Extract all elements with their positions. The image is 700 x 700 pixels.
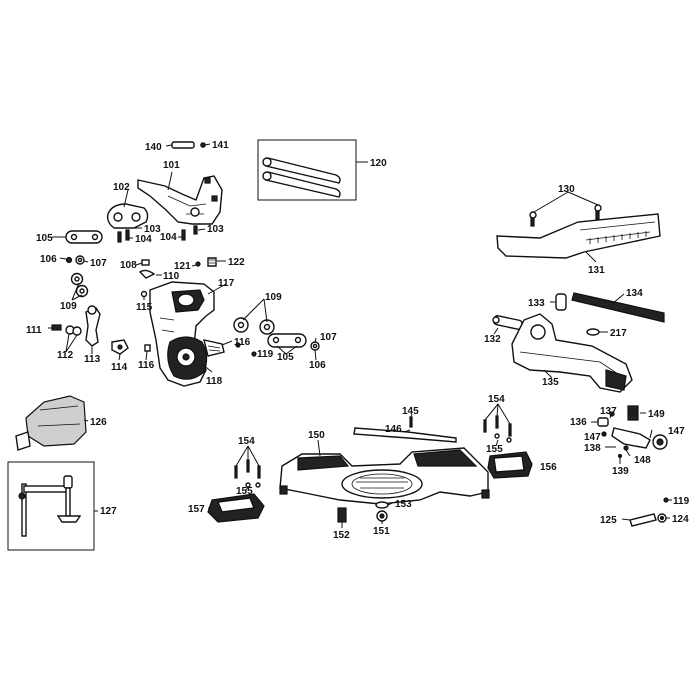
label-135: 135 [542, 377, 559, 388]
label-217: 217 [610, 328, 627, 339]
pad-156 [487, 451, 533, 479]
pad-157 [207, 493, 265, 523]
label-120: 120 [370, 158, 387, 169]
label-111: 111 [26, 325, 42, 336]
base-feet [337, 501, 389, 523]
dust-bag [15, 395, 87, 451]
main-base [279, 447, 490, 505]
label-150: 150 [308, 430, 325, 441]
label-119b: 119 [673, 496, 690, 507]
label-104a: 104 [135, 234, 152, 245]
label-147b: 147 [668, 426, 685, 437]
label-108: 108 [120, 260, 137, 271]
label-106a: 106 [40, 254, 57, 265]
guide-rods [262, 157, 341, 198]
label-102: 102 [113, 182, 130, 193]
label-125: 125 [600, 515, 617, 526]
label-148: 148 [634, 455, 651, 466]
label-127: 127 [100, 506, 117, 517]
lever-assembly [51, 305, 129, 355]
label-139: 139 [612, 466, 629, 477]
label-107a: 107 [90, 258, 107, 269]
pivot-arm-bracket [137, 175, 223, 225]
label-107b: 107 [320, 332, 337, 343]
label-106b: 106 [309, 360, 326, 371]
label-126: 126 [90, 417, 107, 428]
washers-right [233, 317, 275, 335]
label-133: 133 [528, 298, 545, 309]
label-138: 138 [584, 443, 601, 454]
label-112: 112 [57, 350, 74, 361]
pin-132 [492, 315, 523, 330]
link-plate-left [65, 230, 103, 265]
kerf-strip [353, 416, 457, 443]
label-122: 122 [228, 257, 245, 268]
label-145: 145 [402, 406, 419, 417]
washers-left [70, 272, 89, 298]
label-140: 140 [145, 142, 162, 153]
label-103a: 103 [144, 224, 161, 235]
label-131: 131 [588, 265, 605, 276]
label-109b: 109 [265, 292, 282, 303]
label-110: 110 [163, 271, 180, 282]
label-116b: 116 [234, 337, 251, 348]
label-124: 124 [672, 514, 689, 525]
label-116a: 116 [138, 360, 155, 371]
label-157: 157 [188, 504, 205, 515]
label-154a: 154 [238, 436, 255, 447]
label-117: 117 [218, 278, 235, 289]
label-104b: 104 [160, 232, 177, 243]
label-151: 151 [373, 526, 390, 537]
handle-grip [167, 336, 225, 380]
screws-154-155-right [483, 415, 512, 443]
label-121: 121 [174, 261, 191, 272]
label-119a: 119 [257, 349, 274, 360]
label-146: 146 [385, 424, 402, 435]
label-113: 113 [84, 354, 101, 365]
label-130: 130 [558, 184, 575, 195]
label-101: 101 [163, 160, 180, 171]
fence-assembly [496, 204, 661, 259]
label-153: 153 [395, 499, 412, 510]
label-115: 115 [136, 302, 153, 313]
label-152: 152 [333, 530, 350, 541]
label-132: 132 [484, 334, 501, 345]
callout-labels: 140 141 101 120 102 103 103 104 104 105 … [26, 140, 690, 541]
label-105a: 105 [36, 233, 53, 244]
label-154b: 154 [488, 394, 505, 405]
screws-154-155-left [234, 459, 261, 488]
label-134: 134 [626, 288, 643, 299]
leader-lines [48, 143, 672, 528]
pivot-pin [171, 141, 206, 149]
label-156: 156 [540, 462, 557, 473]
table-base [511, 313, 633, 393]
label-149: 149 [648, 409, 665, 420]
label-137: 137 [600, 406, 617, 417]
inset-box-clamp [7, 461, 95, 551]
label-105b: 105 [277, 352, 294, 363]
hold-down-clamp [18, 475, 82, 537]
miter-lock-assembly [597, 405, 668, 459]
inset-box-rods [257, 139, 357, 201]
label-109a: 109 [60, 301, 77, 312]
label-155a: 155 [236, 486, 253, 497]
label-147a: 147 [584, 432, 601, 443]
small-parts-bottom-right [629, 497, 669, 527]
label-141: 141 [212, 140, 229, 151]
small-hardware-center [138, 257, 217, 279]
label-155b: 155 [486, 444, 503, 455]
label-136: 136 [570, 417, 587, 428]
bracket-plate [106, 203, 149, 229]
label-114: 114 [111, 362, 128, 373]
screws-103-104 [117, 225, 198, 243]
link-plate-right [267, 333, 320, 351]
label-103b: 103 [207, 224, 224, 235]
label-118: 118 [206, 376, 223, 387]
